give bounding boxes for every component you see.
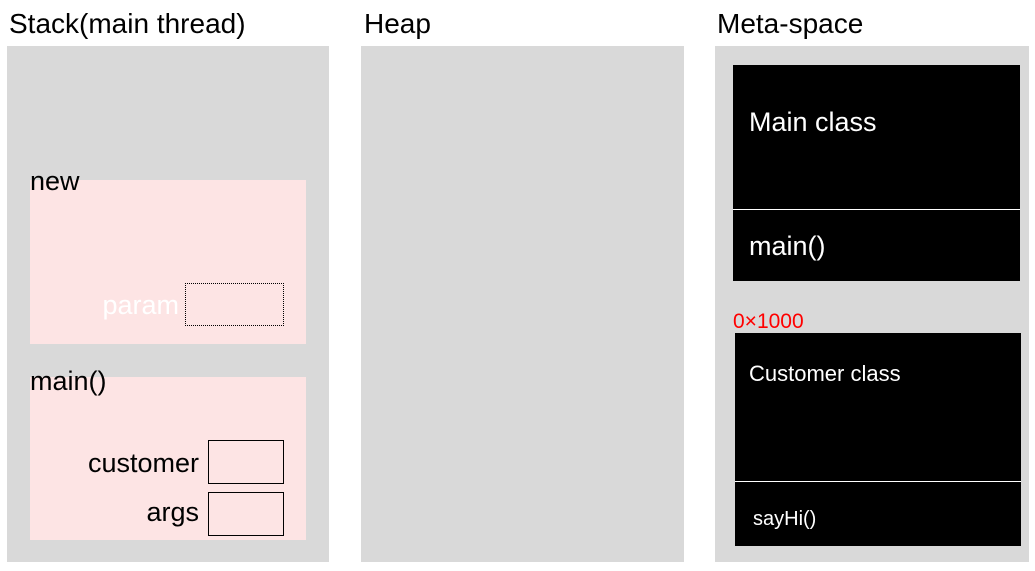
variable-label-customer: customer — [87, 448, 199, 478]
variable-label-args: args — [146, 497, 199, 527]
variable-slot-customer — [208, 440, 284, 484]
method-main: main() — [749, 231, 826, 261]
variable-slot-args — [208, 492, 284, 536]
method-sayhi: sayHi() — [753, 508, 817, 530]
class-name-main: Main class — [749, 107, 877, 137]
metaspace-title: Meta-space — [717, 8, 864, 39]
stack-frame-label: new — [30, 166, 80, 196]
heap-title: Heap — [364, 8, 431, 39]
stack-frame-main — [30, 377, 306, 540]
customer-class-address: 0×1000 — [733, 310, 804, 333]
class-divider — [735, 481, 1021, 482]
stack-frame-label: main() — [30, 366, 107, 396]
stack-title: Stack(main thread) — [9, 8, 246, 39]
variable-slot-param — [185, 283, 284, 326]
class-box-main: Main class main() — [733, 65, 1020, 281]
class-name-customer: Customer class — [749, 361, 901, 386]
variable-label-param: param — [102, 290, 179, 320]
heap-panel — [361, 46, 684, 562]
stack-panel: new param main() customer args — [7, 46, 329, 562]
metaspace-panel: Main class main() 0×1000 Customer class … — [715, 46, 1029, 562]
stack-frame-new — [30, 180, 306, 344]
class-divider — [733, 209, 1020, 210]
class-box-customer: Customer class sayHi() — [735, 333, 1021, 546]
